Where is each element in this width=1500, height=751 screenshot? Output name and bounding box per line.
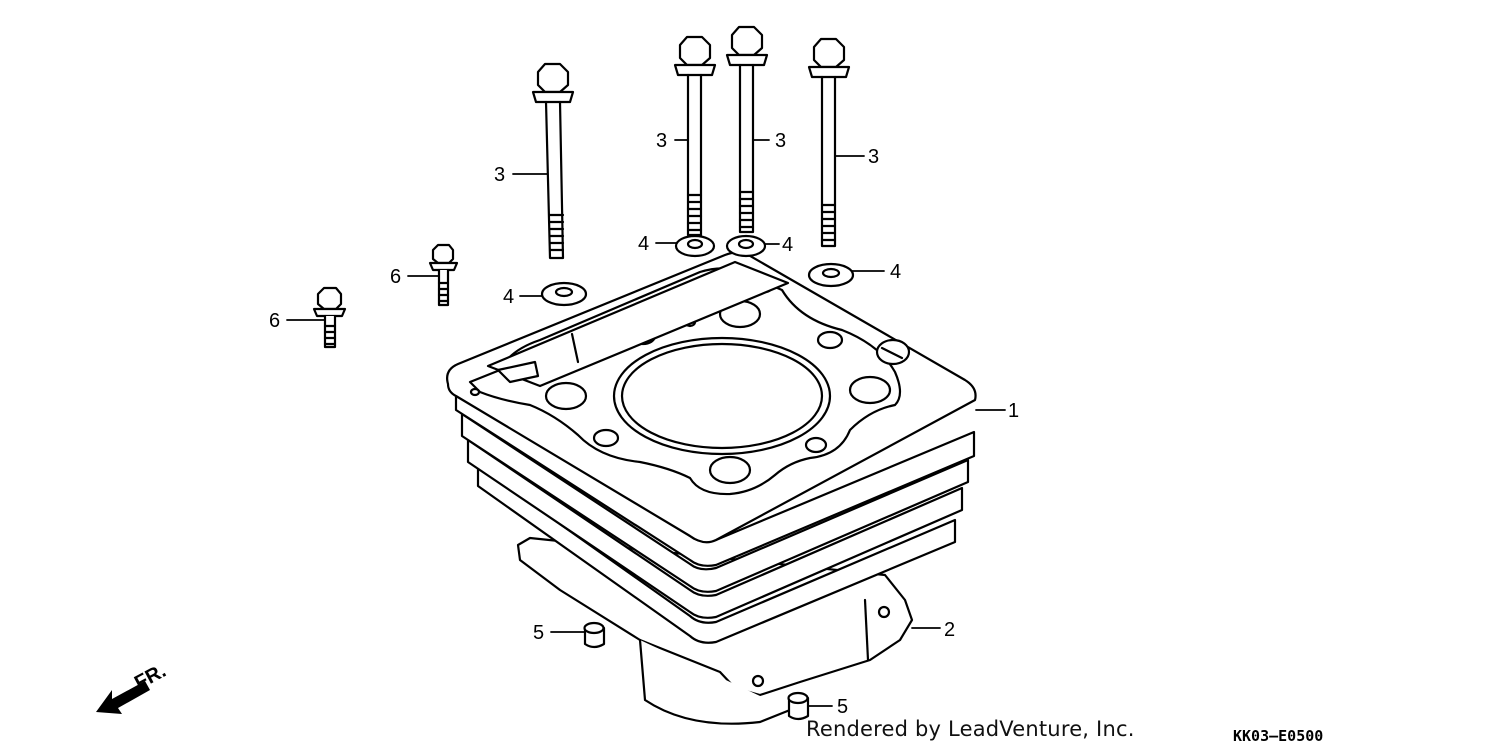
render-credit: Rendered by LeadVenture, Inc. — [806, 717, 1135, 741]
bolt-6a — [312, 286, 347, 349]
callout-1: 1 — [1008, 400, 1019, 422]
dowel-pin-5a — [583, 621, 606, 649]
callout-5-right: 5 — [837, 696, 848, 718]
callout-4-center-right: 4 — [782, 234, 793, 256]
callout-3-left: 3 — [494, 164, 505, 186]
washer-4c — [725, 234, 767, 258]
bolt-3a — [531, 62, 575, 260]
callout-6-right: 6 — [390, 266, 401, 288]
bolt-3c — [725, 25, 769, 234]
washer-4b — [674, 234, 716, 258]
callout-2: 2 — [944, 619, 955, 641]
callout-4-right: 4 — [890, 261, 901, 283]
cylinder-body — [446, 251, 977, 644]
washer-4a — [540, 281, 588, 307]
callout-3-center-left: 3 — [656, 130, 667, 152]
callout-3-right: 3 — [868, 146, 879, 168]
bolt-3d — [807, 37, 851, 248]
callout-4-left: 4 — [503, 286, 514, 308]
washer-4d — [807, 262, 855, 288]
callout-3-center-right: 3 — [775, 130, 786, 152]
bolt-6b — [428, 243, 459, 307]
cylinder-sleeve — [638, 598, 870, 725]
bolt-3b — [673, 35, 717, 237]
callout-5-left: 5 — [533, 622, 544, 644]
dowel-pin-5b — [787, 691, 810, 721]
diagram-code: KK03–E0500 — [1233, 727, 1324, 745]
callout-6-left: 6 — [269, 310, 280, 332]
leader-lines — [286, 139, 1006, 707]
front-arrow-icon: FR. — [96, 660, 170, 714]
callout-4-center-left: 4 — [638, 233, 649, 255]
